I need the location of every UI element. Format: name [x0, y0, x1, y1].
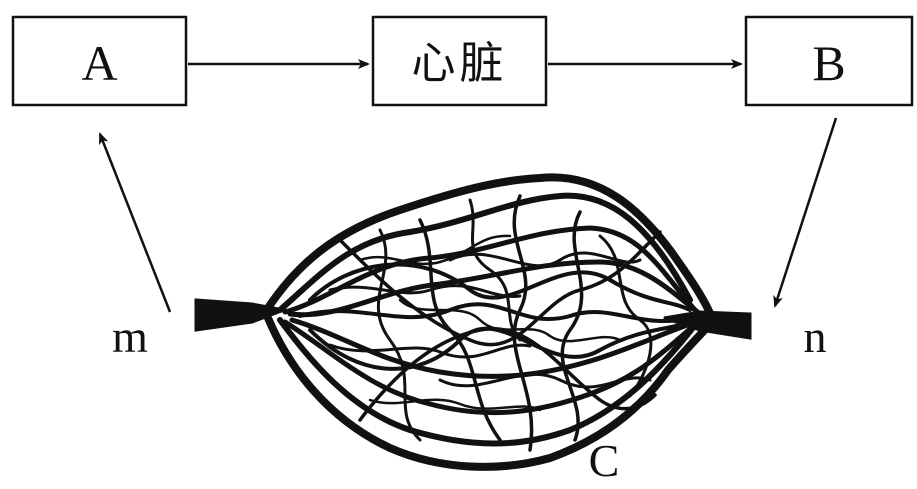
- capillary-loop-outer-bottom: [264, 314, 716, 471]
- capillary-loop-top-3: [282, 225, 698, 315]
- capillary-strand-12: [328, 284, 522, 298]
- node-a: A: [11, 15, 188, 107]
- capillary-strand-11: [438, 372, 652, 389]
- node-a-box: [11, 15, 188, 107]
- node-heart: 心脏: [371, 15, 548, 107]
- capillary-strand-15: [468, 198, 522, 342]
- capillary-loop-bottom-4: [289, 317, 705, 379]
- capillary-strand-4: [338, 230, 662, 347]
- capillary-strand-6: [418, 218, 502, 442]
- capillary-network: [194, 173, 752, 471]
- node-b-label: B: [812, 35, 845, 91]
- label-c: C: [589, 435, 620, 486]
- label-n: n: [804, 311, 827, 362]
- capillary-strand-10: [448, 251, 642, 268]
- arrow-b-to-n: [773, 117, 838, 308]
- node-b-box: [744, 15, 914, 107]
- capillary-strand-18: [368, 398, 542, 412]
- capillary-loop-outer-top: [264, 173, 716, 322]
- capillary-strand-17: [358, 234, 512, 266]
- capillary-strand-16: [398, 298, 622, 343]
- node-heart-label: 心脏: [412, 38, 508, 89]
- capillary-strand-7: [512, 194, 534, 452]
- node-b: B: [744, 15, 914, 107]
- capillary-strand-8: [560, 210, 584, 442]
- capillary-strand-3: [308, 320, 692, 371]
- node-a-label: A: [81, 35, 117, 91]
- capillary-strand-13: [328, 343, 532, 359]
- capillary-loop-top-4: [287, 259, 703, 318]
- capillary-loop-top-2: [277, 192, 693, 313]
- capillary-strand-5: [358, 326, 657, 422]
- label-m: m: [112, 311, 148, 362]
- arrow-m-to-a: [98, 132, 172, 313]
- capillary-strand-1: [298, 302, 692, 324]
- capillary-strand-9: [376, 228, 422, 442]
- capillary-strand-2: [308, 262, 692, 312]
- node-heart-box: [371, 15, 548, 107]
- capillary-strand-14: [598, 234, 653, 398]
